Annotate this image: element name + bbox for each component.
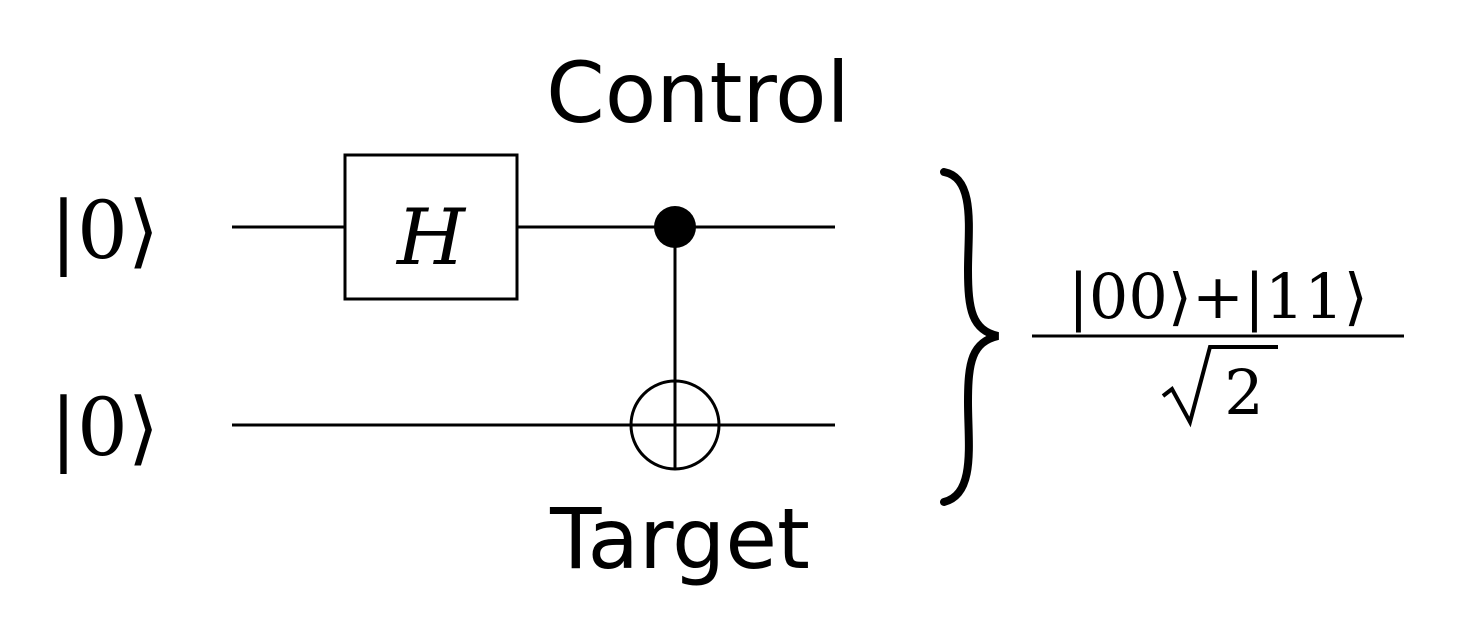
target-label: Target <box>549 490 810 588</box>
control-dot <box>654 206 696 248</box>
square-root-icon <box>1161 345 1278 428</box>
output-state: |00⟩+|11⟩ 2 <box>1032 260 1404 429</box>
hadamard-gate-label: H <box>395 193 467 283</box>
right-brace-icon <box>940 168 1000 506</box>
target-xor-symbol <box>629 379 721 471</box>
hadamard-gate: H <box>343 153 519 301</box>
cnot-gate <box>629 206 721 471</box>
qubit-0-initial-state: |0⟩ <box>50 184 159 277</box>
output-state-denominator: 2 <box>1224 356 1263 429</box>
output-state-numerator: |00⟩+|11⟩ <box>1068 260 1368 333</box>
qubit-1-initial-state: |0⟩ <box>50 381 159 474</box>
control-label: Control <box>546 44 850 142</box>
